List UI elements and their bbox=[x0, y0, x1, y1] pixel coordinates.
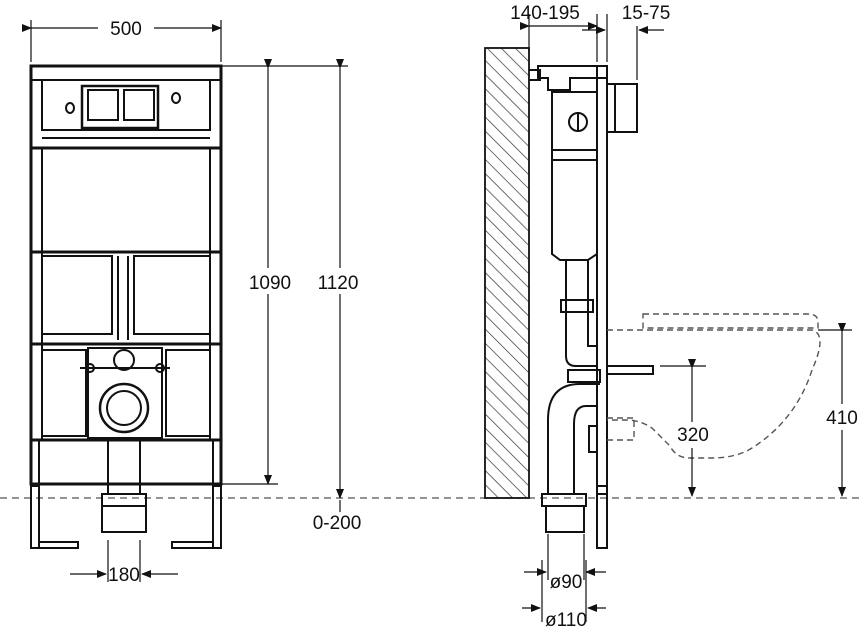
toilet-spigot bbox=[607, 417, 635, 441]
label-pipe-110: ø110 bbox=[545, 610, 587, 631]
flush-pipe-inner bbox=[587, 260, 597, 347]
side-pipe-collar bbox=[541, 493, 587, 507]
label-height-1090: 1090 bbox=[249, 273, 291, 294]
fixing-hole-right bbox=[171, 92, 181, 104]
label-leg-adjust: 0-200 bbox=[313, 513, 362, 534]
drain-outlet-outer bbox=[98, 382, 150, 434]
label-wall-gap: 140-195 bbox=[510, 3, 580, 24]
cistern-body bbox=[551, 91, 598, 261]
outlet-bracket bbox=[87, 347, 163, 439]
toilet-bowl-outline bbox=[607, 313, 821, 459]
side-frame-column bbox=[596, 65, 608, 495]
pipe-clamp bbox=[567, 369, 601, 383]
drain-elbow-inner bbox=[573, 405, 597, 494]
water-inlet bbox=[113, 349, 135, 371]
flush-pipe-joint bbox=[560, 299, 594, 313]
connection-rod bbox=[606, 365, 654, 375]
side-view bbox=[484, 47, 821, 549]
flush-button-right bbox=[123, 89, 155, 121]
flush-pipe bbox=[565, 260, 597, 367]
drain-outlet-inner bbox=[106, 390, 142, 426]
flush-housing bbox=[606, 83, 638, 133]
side-bolt-block bbox=[588, 425, 598, 453]
bracket-bolt-left bbox=[85, 363, 95, 373]
side-pipe-end bbox=[545, 505, 585, 533]
toilet-lid bbox=[642, 313, 819, 329]
dimension-labels: 500 1090 1120 0-200 180 140-195 15-75 41… bbox=[98, 3, 864, 631]
wall-hatch bbox=[484, 47, 530, 499]
pipe-collar bbox=[101, 493, 147, 507]
flush-button-left bbox=[87, 89, 119, 121]
side-dimensions bbox=[520, 14, 852, 622]
drain-elbow-outer bbox=[547, 383, 600, 494]
toilet-bowl bbox=[607, 329, 821, 459]
low-box-right bbox=[165, 349, 211, 437]
pipe-end bbox=[101, 505, 147, 533]
mid-box-right bbox=[133, 255, 211, 335]
wall-bracket-top bbox=[529, 69, 541, 81]
low-box-left bbox=[41, 349, 87, 437]
label-frame-width: 500 bbox=[110, 19, 142, 40]
bracket-bolt-right bbox=[155, 363, 165, 373]
fixing-hole-left bbox=[65, 102, 75, 114]
label-bowl-height: 410 bbox=[826, 408, 858, 429]
foot-right bbox=[171, 541, 221, 549]
cistern-top bbox=[537, 65, 608, 91]
label-pipe-90: ø90 bbox=[550, 572, 583, 593]
label-panel-offset: 15-75 bbox=[622, 3, 671, 24]
side-leg bbox=[596, 494, 608, 549]
flush-plate bbox=[80, 84, 160, 130]
front-view bbox=[29, 64, 223, 549]
frame-outline bbox=[29, 64, 223, 486]
mid-box-left bbox=[41, 255, 113, 335]
foot-left bbox=[31, 541, 79, 549]
label-outlet-height: 320 bbox=[677, 425, 709, 446]
label-height-1120: 1120 bbox=[318, 273, 359, 294]
label-outlet-spacing: 180 bbox=[108, 565, 140, 586]
